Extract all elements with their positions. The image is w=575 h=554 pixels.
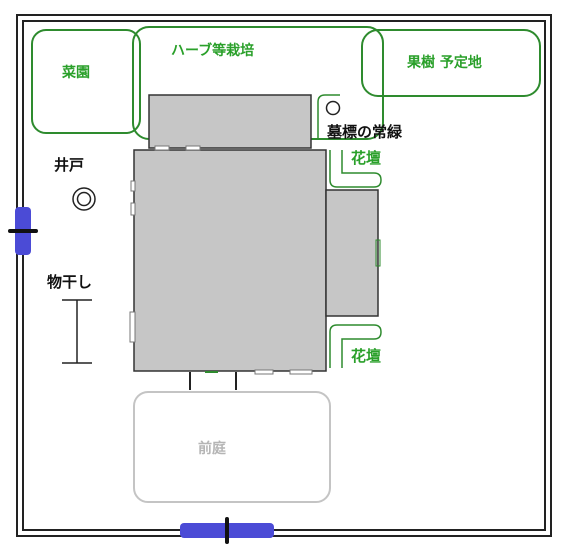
flower-bed-bottom-label: 花壇	[351, 347, 382, 365]
house-annex-top	[148, 94, 312, 149]
well-inner-ring	[76, 191, 92, 207]
laundry-label: 物干し	[47, 273, 93, 291]
well-label: 井戸	[54, 156, 85, 174]
window-tab	[254, 369, 274, 375]
grave-marker-icon	[325, 100, 341, 116]
fruit-tree-bed	[361, 29, 541, 97]
grave-hedge-line	[317, 94, 340, 140]
flower-bed-top	[329, 150, 382, 188]
window-tab	[185, 145, 201, 151]
window-tab	[130, 202, 136, 216]
green-window-tab	[375, 239, 381, 267]
flower-bed-bottom	[329, 324, 382, 368]
house-main	[133, 149, 327, 372]
window-tab	[130, 180, 136, 192]
herb-area-label: ハーブ等栽培	[171, 43, 255, 59]
vegetable-garden-label: 菜園	[62, 65, 90, 81]
window-tab	[129, 311, 136, 343]
fruit-trees-label: 果樹 予定地	[407, 55, 482, 71]
front-garden-label: 前庭	[198, 441, 226, 457]
window-tab	[154, 145, 170, 151]
outer-boundary	[16, 14, 552, 537]
front-garden-area	[133, 391, 331, 503]
house-annex-right	[325, 189, 379, 317]
flower-bed-top-label: 花壇	[351, 149, 382, 167]
inner-boundary	[22, 20, 546, 531]
window-tab	[289, 369, 313, 375]
grave-marker-label: 墓標の常緑	[327, 123, 403, 141]
vegetable-garden-bed	[31, 29, 141, 134]
